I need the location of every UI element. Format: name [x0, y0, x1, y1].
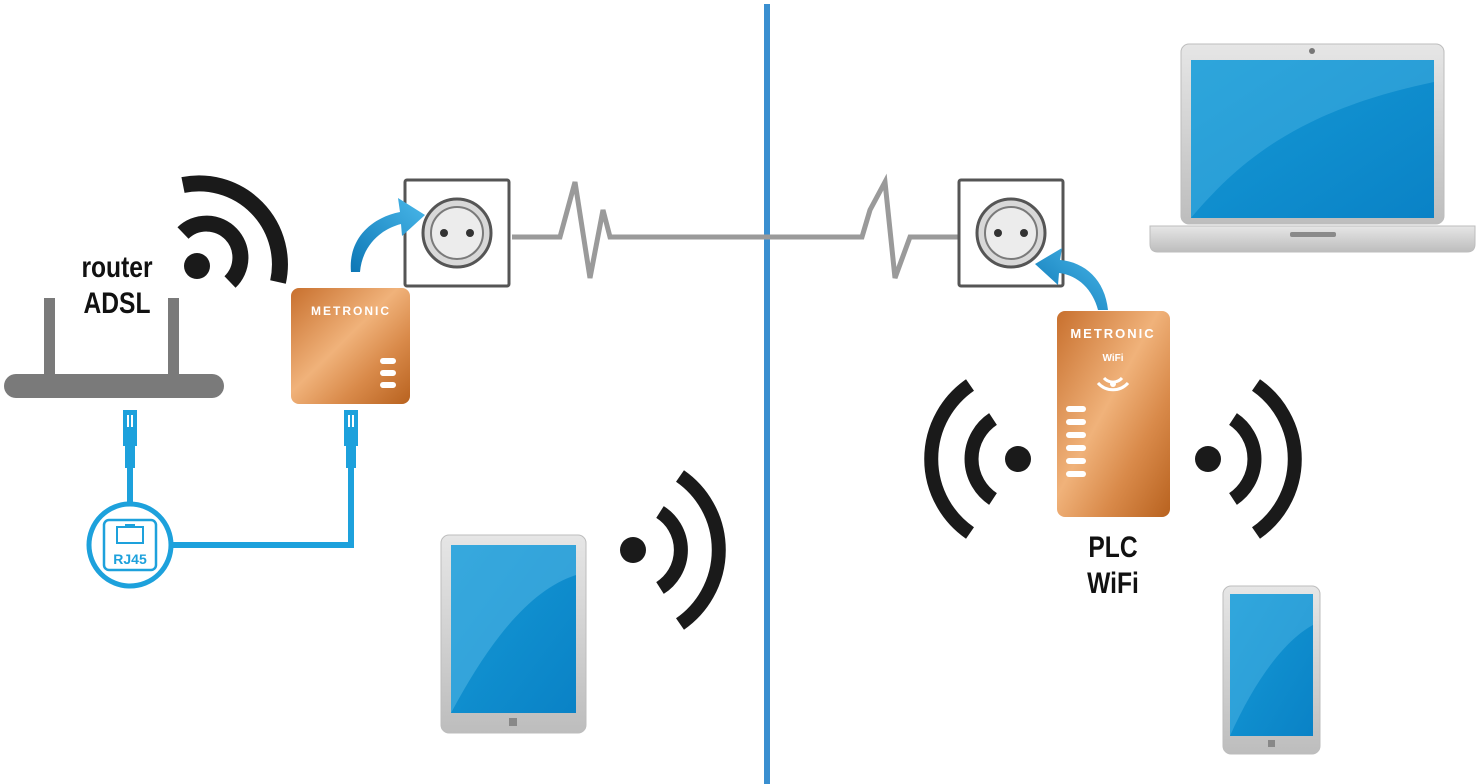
- plc-wifi-label: PLC WiFi: [1068, 530, 1158, 602]
- power-socket-icon: [957, 178, 1065, 288]
- router-label-line2: ADSL: [83, 287, 151, 320]
- wifi-signal-icon: [1195, 379, 1302, 539]
- plc-wifi-adapter: [1057, 311, 1170, 517]
- rj45-connector-badge: [86, 501, 174, 589]
- smartphone-icon: [1222, 585, 1321, 755]
- adapter-left-brand: METRONIC: [311, 304, 391, 318]
- power-line: [512, 173, 960, 279]
- wifi-signal-icon: [924, 379, 1031, 539]
- ethernet-cable: [171, 468, 354, 548]
- laptop-icon: [1149, 43, 1476, 253]
- plc-wifi-label-line1: PLC: [1088, 531, 1138, 564]
- wifi-logo-icon: [1096, 376, 1130, 392]
- adapter-right-brand: METRONIC: [1070, 326, 1155, 341]
- plug-in-arrow-icon: [1035, 248, 1108, 310]
- rj45-plug-icon: [344, 410, 358, 468]
- wifi-signal-icon: [620, 470, 726, 630]
- tablet-icon: [440, 534, 587, 734]
- router-label-line1: router: [81, 251, 153, 284]
- plug-in-arrow-icon: [350, 198, 425, 272]
- router-label: router ADSL: [72, 250, 162, 322]
- plc-adapter-left: [291, 288, 410, 404]
- router-icon: [4, 298, 224, 398]
- power-socket-icon: [403, 178, 511, 288]
- wifi-signal-icon: [177, 175, 288, 288]
- adapter-right-wifi-label: WiFi: [1102, 353, 1123, 364]
- rj45-label: RJ45: [113, 551, 147, 567]
- plc-wifi-label-line2: WiFi: [1087, 567, 1139, 600]
- rj45-plug-icon: [123, 410, 137, 468]
